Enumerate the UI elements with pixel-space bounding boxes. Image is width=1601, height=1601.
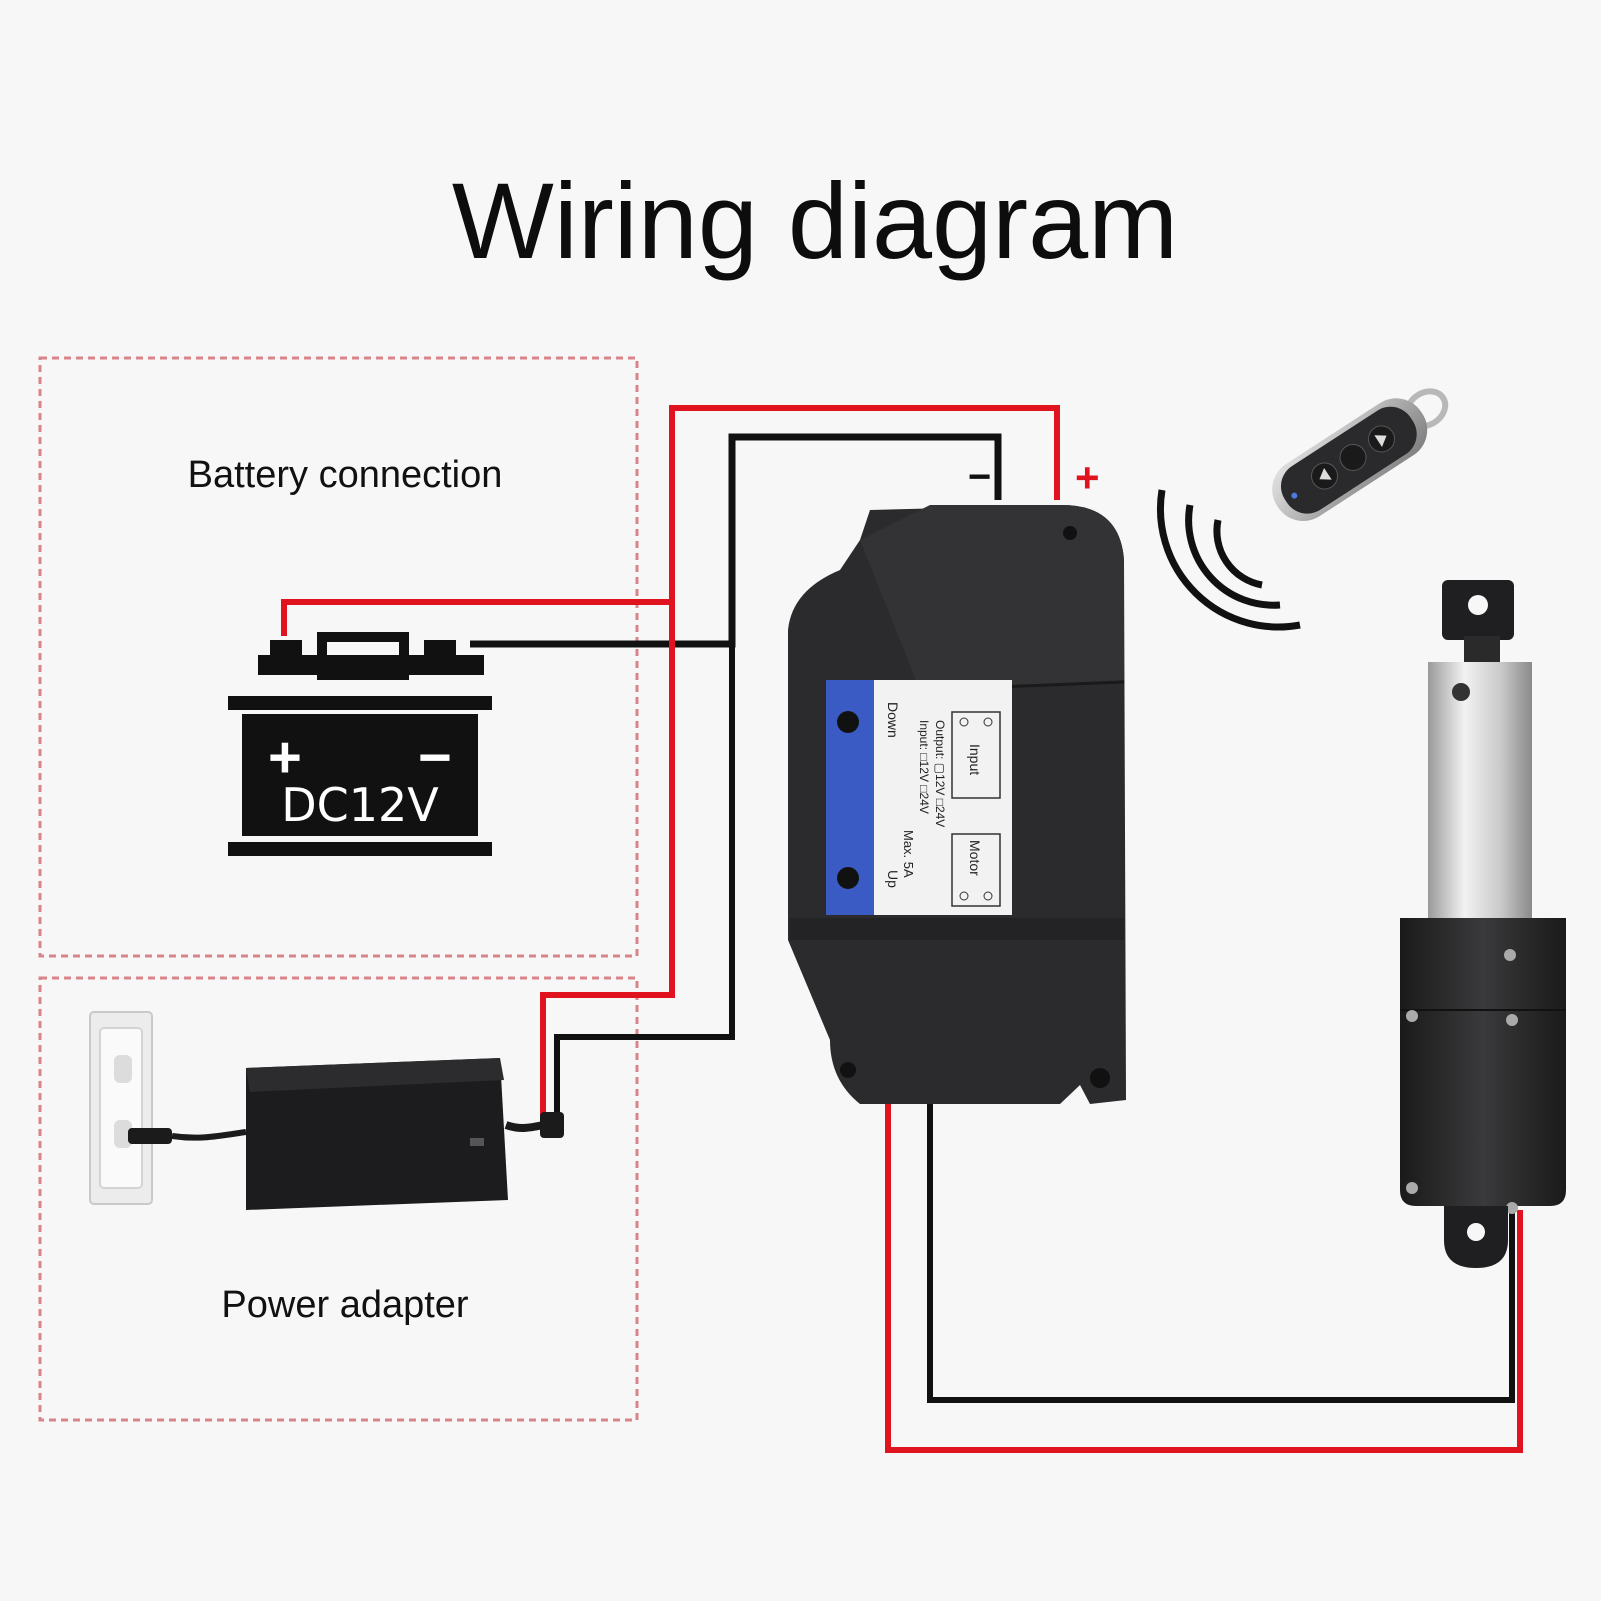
linear-actuator-icon xyxy=(1400,580,1566,1268)
battery-voltage-label: DC12V xyxy=(281,778,439,832)
controller-down-label: Down xyxy=(885,702,901,738)
wireless-signal-icon xyxy=(1156,489,1301,631)
controller-max-current: Max. 5A xyxy=(901,830,916,878)
battery-icon: + − DC12V xyxy=(228,632,492,856)
controller-output-voltage: Output: ▢12V □24V xyxy=(933,720,947,827)
positive-terminal-sign: + xyxy=(1075,454,1100,501)
wires xyxy=(281,405,1523,1453)
motor-negative-wire xyxy=(927,1104,1515,1403)
motor-terminal-label: Motor xyxy=(967,840,983,876)
controller-input-voltage: Input: □12V □24V xyxy=(917,720,931,814)
page-title: Wiring diagram xyxy=(452,160,1178,281)
power-adapter-icon xyxy=(128,1058,564,1210)
controller-label-text: Down Up Max. 5A Input: □12V □24V Output:… xyxy=(885,702,947,888)
negative-terminal-sign: − xyxy=(968,455,991,499)
adapter-positive-wire xyxy=(540,602,675,1120)
controller-box xyxy=(788,505,1126,1104)
battery-minus-sign: − xyxy=(418,725,452,790)
wall-outlet-icon xyxy=(89,1011,153,1205)
input-terminal-label: Input xyxy=(967,744,983,775)
controller-up-label: Up xyxy=(885,870,901,888)
adapter-section-box xyxy=(38,976,639,1422)
adapter-section-label: Power adapter xyxy=(221,1284,468,1326)
motor-positive-wire xyxy=(885,1104,1523,1453)
battery-plus-sign: + xyxy=(268,725,302,790)
controller-terminal-blocks: Input Motor xyxy=(951,711,1001,907)
adapter-negative-wire xyxy=(554,644,735,1120)
remote-control-icon xyxy=(1272,388,1449,521)
battery-section-box xyxy=(38,356,639,958)
battery-section-label: Battery connection xyxy=(188,454,503,496)
battery-negative-wire xyxy=(470,433,1002,648)
battery-positive-wire xyxy=(281,405,1060,636)
